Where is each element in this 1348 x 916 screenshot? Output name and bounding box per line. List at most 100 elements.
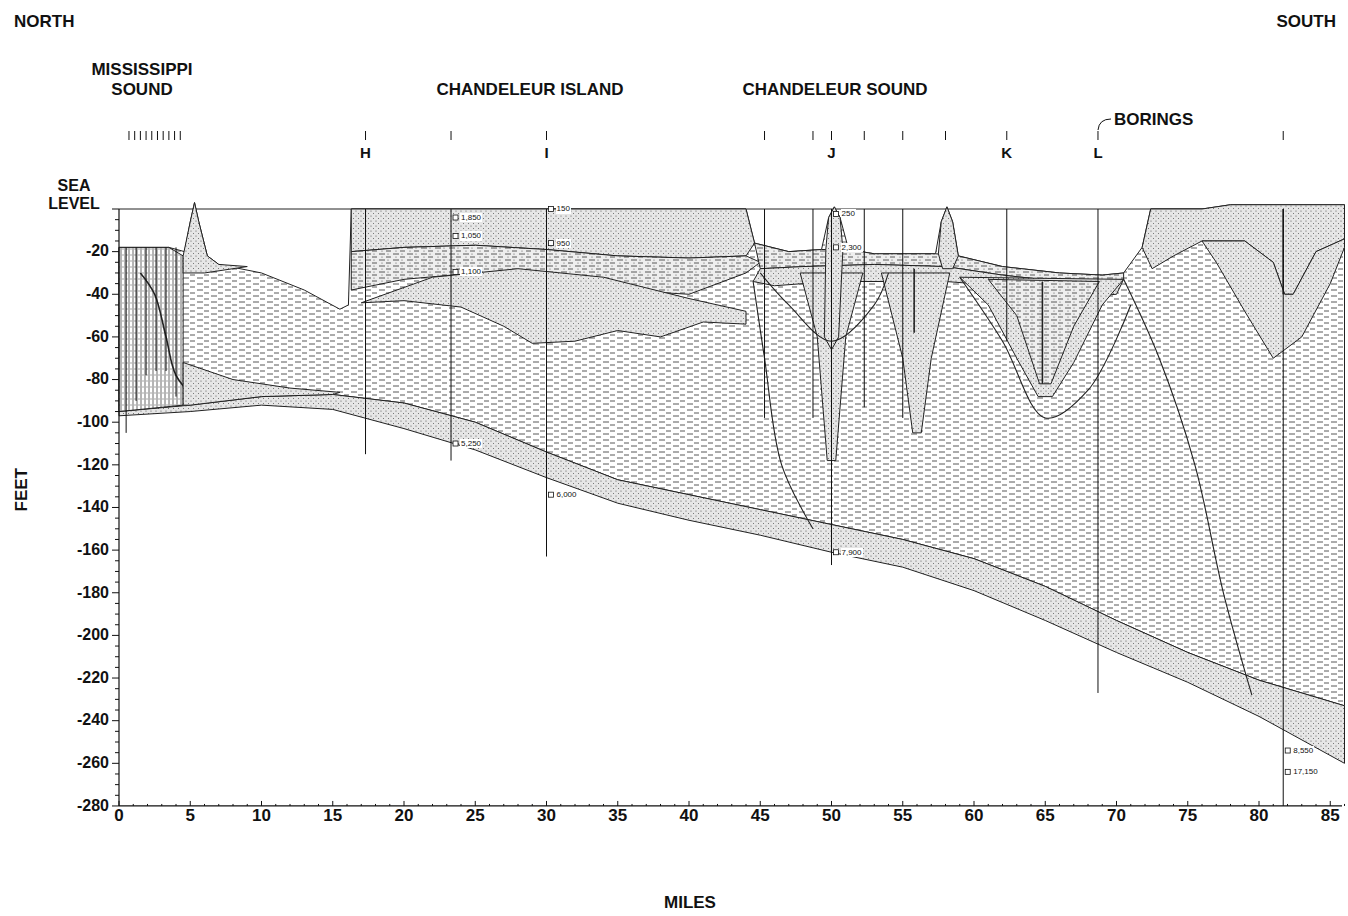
boring-line	[1097, 209, 1098, 693]
x-tick	[917, 804, 918, 806]
x-tick	[261, 801, 262, 806]
x-tick	[717, 804, 718, 806]
y-tick	[115, 443, 119, 444]
sample-marker	[834, 245, 839, 250]
sand-lens	[361, 269, 746, 344]
x-tick	[304, 804, 305, 806]
y-tick	[115, 272, 119, 273]
axis-title: MILES	[664, 893, 716, 913]
clay-body	[119, 203, 1345, 706]
y-tick	[115, 603, 119, 604]
x-tick	[218, 804, 219, 806]
y-tick	[112, 379, 119, 380]
x-axis	[119, 805, 1342, 806]
axis-tick-label: 80	[1250, 806, 1269, 826]
y-tick	[115, 368, 119, 369]
y-tick	[115, 454, 119, 455]
y-tick	[115, 710, 119, 711]
axis-tick-label: 0	[114, 806, 123, 826]
x-tick	[860, 804, 861, 806]
y-tick	[112, 763, 119, 764]
y-tick	[115, 262, 119, 263]
radiocarbon-date: 8,550	[1292, 746, 1314, 755]
y-tick	[115, 475, 119, 476]
boring-line	[156, 247, 157, 371]
radiocarbon-date: 6,000	[556, 490, 578, 499]
x-tick	[560, 804, 561, 806]
boring-tick	[812, 131, 813, 140]
x-tick	[1016, 804, 1017, 806]
y-tick	[115, 688, 119, 689]
x-tick	[247, 804, 248, 806]
boring-tick	[128, 131, 129, 140]
x-tick	[845, 804, 846, 806]
boring-tick	[1283, 131, 1284, 140]
x-tick	[1102, 804, 1103, 806]
x-tick	[446, 804, 447, 806]
place-label: MISSISSIPPI SOUND	[81, 60, 203, 99]
x-tick	[204, 804, 205, 806]
x-tick	[774, 804, 775, 806]
y-tick	[115, 752, 119, 753]
axis-tick-label: 25	[466, 806, 485, 826]
x-tick	[874, 804, 875, 806]
axis-tick-label: -100	[77, 413, 109, 431]
sample-marker	[453, 441, 458, 446]
axis-title: FEET	[12, 468, 32, 511]
x-tick	[974, 801, 975, 806]
borings-label: BORINGS	[1114, 110, 1193, 130]
x-tick	[703, 804, 704, 806]
x-tick	[888, 804, 889, 806]
x-tick	[190, 801, 191, 806]
y-tick	[112, 592, 119, 593]
x-tick	[418, 804, 419, 806]
x-tick	[1230, 804, 1231, 806]
axis-tick-label: -260	[77, 754, 109, 772]
sample-marker	[549, 492, 554, 497]
boring-tick	[1006, 131, 1007, 140]
x-tick	[1344, 804, 1345, 806]
y-tick	[115, 731, 119, 732]
sample-marker	[549, 207, 554, 212]
island-sand	[183, 203, 247, 273]
x-tick	[575, 804, 576, 806]
y-tick	[115, 518, 119, 519]
x-tick	[233, 804, 234, 806]
channel-outline	[960, 277, 1131, 418]
x-tick	[1273, 804, 1274, 806]
boring-line	[136, 247, 137, 401]
y-tick	[115, 411, 119, 412]
boring-line	[365, 209, 366, 454]
boring-tick	[146, 131, 147, 140]
x-tick	[461, 804, 462, 806]
x-tick	[931, 804, 932, 806]
boring-line	[451, 209, 452, 461]
x-tick	[660, 804, 661, 806]
boring-tick	[764, 131, 765, 140]
y-tick	[115, 304, 119, 305]
x-tick	[1116, 801, 1117, 806]
y-tick	[112, 550, 119, 551]
x-tick	[988, 804, 989, 806]
direction-label: SOUTH	[1277, 12, 1337, 32]
mound-sand	[938, 207, 958, 269]
y-tick	[112, 209, 119, 210]
y-tick	[112, 336, 119, 337]
radiocarbon-date: 1,050	[460, 231, 482, 240]
radiocarbon-date: 17,150	[1292, 767, 1318, 776]
radiocarbon-date: 250	[841, 209, 856, 218]
x-tick	[475, 801, 476, 806]
boring-tick	[163, 131, 164, 140]
y-tick	[115, 486, 119, 487]
y-tick	[115, 400, 119, 401]
axis-tick-label: 55	[893, 806, 912, 826]
axis-tick-label: -80	[86, 370, 109, 388]
axis-tick-label: -220	[77, 669, 109, 687]
x-tick	[1173, 804, 1174, 806]
sample-marker	[453, 269, 458, 274]
boring-line	[1006, 209, 1007, 341]
facies-boundary	[1124, 279, 1252, 695]
boring-letter: I	[544, 144, 548, 161]
y-tick	[115, 646, 119, 647]
